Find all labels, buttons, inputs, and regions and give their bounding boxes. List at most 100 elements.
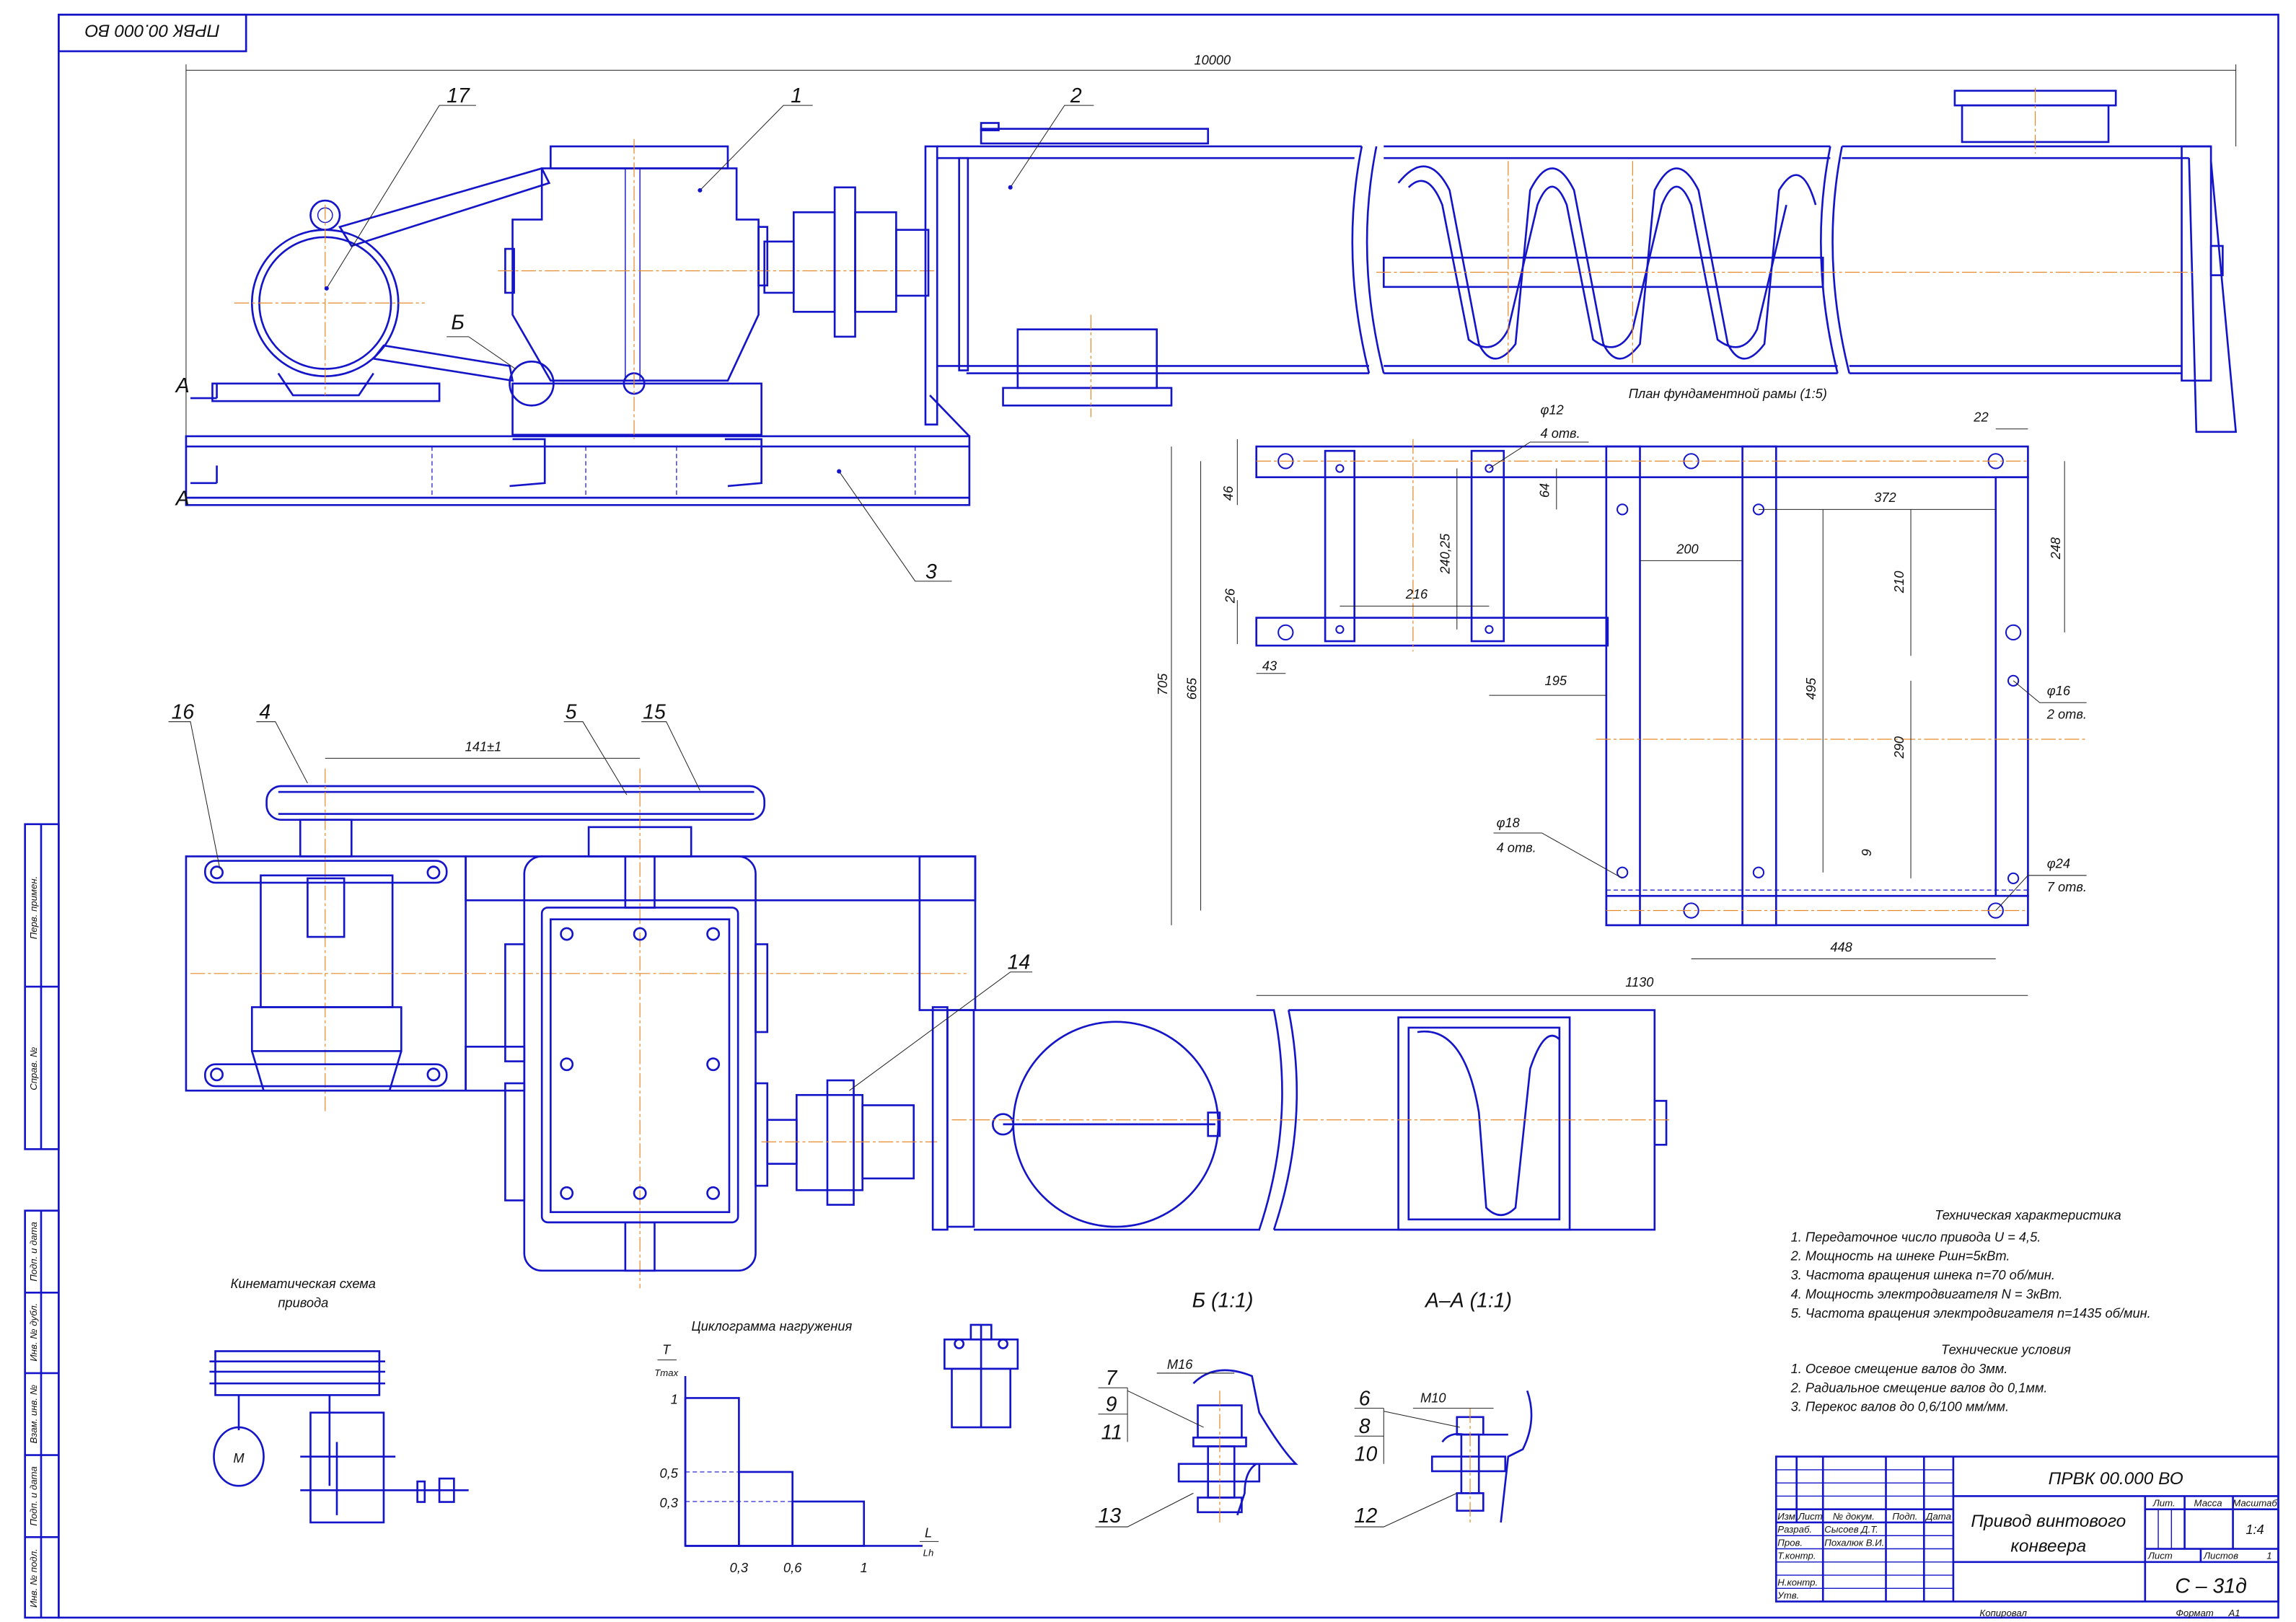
technical-conditions: Технические условия 1. Осевое смещение в… — [1790, 1342, 2072, 1414]
callout-14: 14 — [849, 951, 1033, 1091]
foundation-dimensions: 22 φ12 4 отв. 46 64 372 240,25 200 248 2… — [1155, 402, 2087, 996]
cyclogram-title: Циклограмма нагружения — [691, 1318, 852, 1334]
x-axis-label-den: Lh — [923, 1548, 934, 1559]
svg-text:М16: М16 — [1167, 1357, 1193, 1372]
foundation-plan-title: План фундаментной рамы (1:5) — [1629, 386, 1827, 401]
svg-text:7 отв.: 7 отв. — [2047, 879, 2087, 894]
svg-text:495: 495 — [1803, 677, 1818, 700]
svg-text:привода: привода — [278, 1295, 328, 1310]
svg-text:φ18: φ18 — [1497, 815, 1521, 830]
svg-text:φ24: φ24 — [2047, 856, 2070, 871]
callout-3: 3 — [837, 469, 952, 583]
svg-text:1:4: 1:4 — [2246, 1522, 2264, 1537]
svg-text:46: 46 — [1220, 485, 1236, 501]
side-stamp-cell: Инв. № дубл. — [28, 1303, 39, 1362]
svg-text:8: 8 — [1359, 1415, 1371, 1438]
tech-characteristic-item: 1. Передаточное число привода U = 4,5. — [1791, 1229, 2041, 1244]
svg-text:1: 1 — [2266, 1551, 2271, 1561]
top-stamp: ПРВК 00.000 ВО — [58, 13, 247, 53]
svg-text:Подп.: Подп. — [1892, 1511, 1917, 1522]
x-axis-label-num: L — [925, 1525, 932, 1540]
coupling-detail-view — [944, 1323, 1019, 1429]
svg-text:200: 200 — [1676, 541, 1698, 556]
svg-text:7: 7 — [1106, 1367, 1118, 1390]
side-stamp-cell: Справ. № — [28, 1047, 39, 1090]
motor-plate — [185, 819, 967, 1092]
title-block: ПРВК 00.000 ВО Привод винтового конвеера… — [1774, 1455, 2279, 1618]
svg-text:9: 9 — [1106, 1393, 1117, 1416]
svg-text:16: 16 — [172, 701, 195, 724]
svg-text:Изм.: Изм. — [1777, 1511, 1798, 1522]
load-cyclogram: Циклограмма нагружения T Tmax L Lh 10,30… — [654, 1318, 939, 1575]
group-code: С – 31д — [2175, 1574, 2246, 1597]
svg-text:12: 12 — [1355, 1504, 1378, 1528]
side-stamp-cell: Подп. и дата — [28, 1466, 39, 1526]
svg-text:φ12: φ12 — [1540, 402, 1563, 417]
svg-text:Техническая характеристика: Техническая характеристика — [1935, 1207, 2121, 1222]
y-axis-label-num: T — [662, 1342, 672, 1357]
svg-text:372: 372 — [1874, 490, 1896, 505]
svg-text:13: 13 — [1098, 1504, 1121, 1528]
electric-motor — [211, 199, 441, 402]
svg-text:Н.контр.: Н.контр. — [1777, 1577, 1818, 1587]
svg-text:Лит.: Лит. — [2152, 1498, 2176, 1509]
svg-text:64: 64 — [1537, 483, 1552, 498]
coupling — [763, 186, 930, 338]
svg-text:2 отв.: 2 отв. — [2046, 707, 2087, 722]
screw-conveyor-trough — [924, 87, 2238, 433]
tech-characteristic-item: 4. Мощность электродвигателя N = 3кВт. — [1791, 1286, 2063, 1301]
svg-text:№ докум.: № докум. — [1833, 1511, 1875, 1522]
coupling-top — [761, 1079, 938, 1206]
tech-condition-item: 1. Осевое смещение валов до 3мм. — [1791, 1361, 2008, 1376]
svg-text:248: 248 — [2048, 537, 2063, 560]
svg-text:Масса: Масса — [2194, 1498, 2222, 1509]
drawing-designation: ПРВК 00.000 ВО — [2049, 1469, 2183, 1489]
svg-text:Листов: Листов — [2203, 1551, 2238, 1561]
callout-4: 4 — [256, 701, 308, 784]
svg-text:6: 6 — [1359, 1388, 1371, 1411]
svg-text:1: 1 — [791, 84, 802, 107]
svg-text:195: 195 — [1545, 673, 1567, 688]
svg-text:4 отв.: 4 отв. — [1497, 839, 1536, 855]
svg-text:9: 9 — [1859, 849, 1874, 856]
y-tick-label: 0,3 — [660, 1495, 678, 1510]
svg-text:A1: A1 — [2227, 1608, 2240, 1618]
foundation-plan: План фундаментной рамы (1:5) — [1155, 386, 2087, 996]
svg-text:15: 15 — [643, 701, 666, 724]
svg-text:Разраб.: Разраб. — [1777, 1524, 1812, 1535]
svg-text:Копировал: Копировал — [1979, 1608, 2027, 1618]
svg-text:А–А (1:1): А–А (1:1) — [1424, 1290, 1512, 1313]
callout-1: 1 — [698, 84, 813, 193]
side-stamp: Перв. примен. Справ. № Подп. и дата Инв.… — [24, 823, 60, 1619]
svg-text:Лист: Лист — [1798, 1511, 1823, 1522]
side-stamp-cell: Взам. инв. № — [28, 1385, 39, 1444]
main-side-view: 10000 — [175, 52, 2238, 583]
tech-characteristic-item: 5. Частота вращения электродвигателя n=1… — [1791, 1305, 2151, 1321]
svg-text:Пров.: Пров. — [1777, 1537, 1803, 1548]
x-tick-label: 0,3 — [730, 1560, 748, 1575]
belt-drive — [265, 768, 766, 1289]
svg-text:216: 216 — [1405, 586, 1428, 601]
svg-text:M: M — [233, 1450, 245, 1465]
svg-text:22: 22 — [1973, 410, 1988, 425]
svg-text:М10: М10 — [1420, 1390, 1446, 1406]
svg-text:Дата: Дата — [1925, 1511, 1951, 1522]
svg-text:Б (1:1): Б (1:1) — [1192, 1290, 1254, 1313]
svg-text:2: 2 — [1070, 84, 1082, 107]
svg-text:φ16: φ16 — [2047, 683, 2071, 698]
overall-dimension: 10000 — [185, 52, 2237, 439]
base-frame — [185, 361, 971, 506]
section-a-a: А–А (1:1) М10 6 8 10 12 — [1354, 1290, 1533, 1528]
x-tick-label: 1 — [861, 1560, 868, 1575]
svg-text:10000: 10000 — [1194, 52, 1231, 67]
callout-detail-b: Б — [447, 312, 516, 369]
technical-characteristics: Техническая характеристика 1. Передаточн… — [1790, 1207, 2151, 1321]
svg-text:1130: 1130 — [1625, 974, 1653, 989]
svg-text:Утв.: Утв. — [1777, 1590, 1799, 1601]
svg-text:Формат: Формат — [2176, 1608, 2213, 1618]
screw-auger — [1376, 161, 2196, 366]
svg-text:17: 17 — [447, 84, 470, 107]
svg-text:4 отв.: 4 отв. — [1540, 426, 1580, 441]
gearbox-top — [465, 826, 977, 1272]
